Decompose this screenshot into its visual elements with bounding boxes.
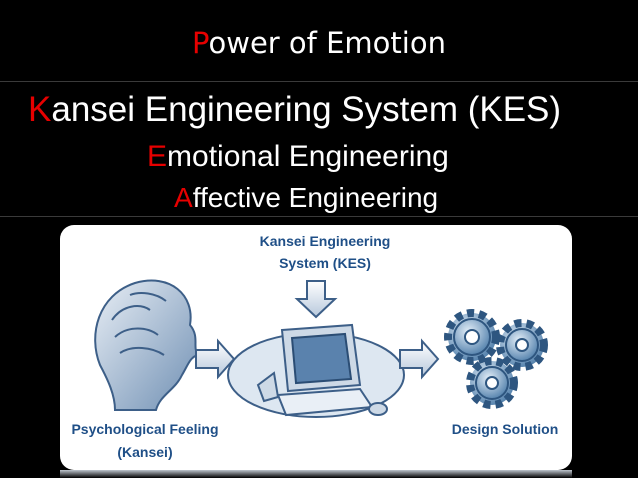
slide-title: Power of Emotion — [0, 26, 638, 60]
affective-line: Affective Engineering — [174, 182, 438, 214]
emotional-initial: E — [147, 140, 168, 173]
kansei-label: (Kansei) — [117, 444, 173, 460]
gears-icon — [444, 309, 548, 409]
kes-label-line2: System (KES) — [279, 255, 371, 271]
kes-diagram-illustration — [94, 279, 548, 418]
arrow-down-icon — [294, 280, 338, 319]
title-rest: ower of Emotion — [208, 26, 446, 60]
top-divider — [0, 81, 638, 82]
kes-line: Kansei Engineering System (KES) — [28, 90, 561, 130]
kes-rest: ansei Engineering System (KES) — [51, 90, 562, 129]
kes-initial: K — [28, 90, 52, 129]
arrow-right-icon — [195, 338, 236, 380]
title-initial: P — [192, 26, 209, 60]
kes-label-line1: Kansei Engineering — [259, 233, 391, 249]
design-solution-label: Design Solution — [451, 421, 559, 437]
emotional-line: Emotional Engineering — [147, 140, 449, 174]
arrow-right-icon — [399, 338, 440, 380]
head-brain-icon — [94, 279, 200, 411]
panel-reflection — [60, 470, 572, 478]
psychological-feeling-label: Psychological Feeling — [71, 421, 219, 437]
affective-rest: ffective Engineering — [192, 182, 439, 213]
bottom-divider — [0, 216, 638, 217]
affective-initial: A — [174, 182, 193, 213]
computer-icon — [227, 323, 405, 418]
kes-diagram-panel: Kansei Engineering System (KES) Psycholo… — [60, 225, 572, 470]
emotional-rest: motional Engineering — [167, 140, 449, 173]
